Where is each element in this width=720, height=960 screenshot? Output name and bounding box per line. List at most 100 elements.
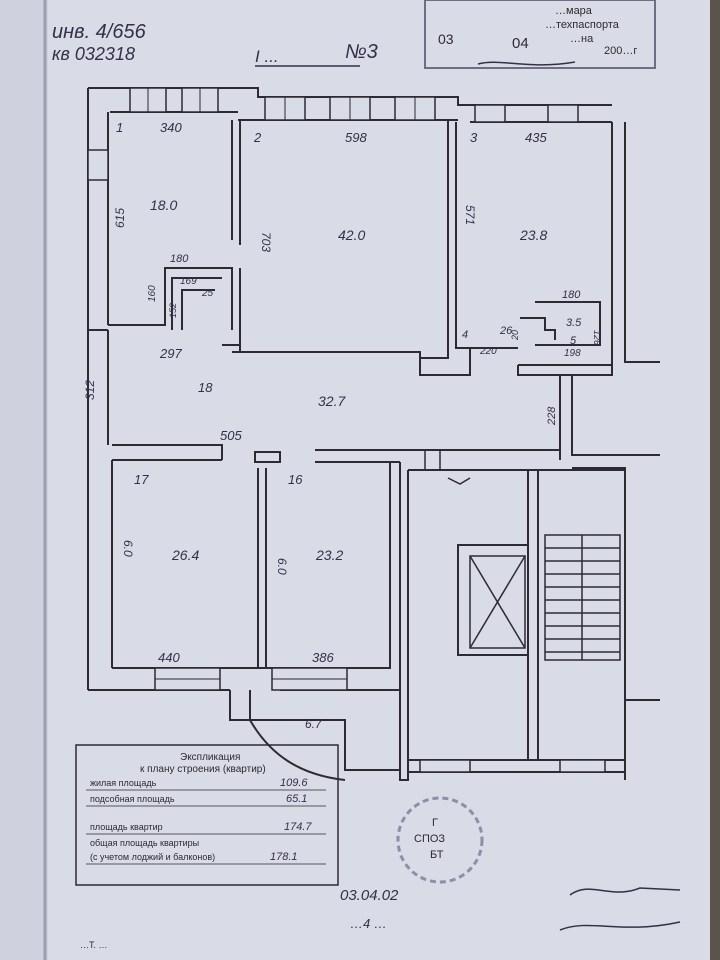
corridor-south-left (112, 444, 223, 461)
elevator-shaft (457, 544, 529, 656)
room-1-id: 1 (116, 120, 123, 135)
dim-126: 126 (592, 330, 602, 345)
dim-25: 25 (201, 288, 214, 299)
closet5 (535, 301, 601, 346)
top-stamp: …мара …техпаспорта …на 03 04 200…г (424, 0, 656, 69)
room-17-height: 6.0 (121, 540, 135, 557)
room-16-area: 23.2 (315, 547, 343, 563)
plan-number: №3 (345, 41, 378, 63)
stamp-year: 200…г (604, 45, 637, 57)
explication-row1-value: 109.6 (280, 777, 308, 789)
stair-west-wall (399, 462, 409, 781)
window-west (87, 149, 109, 181)
room-1-width: 340 (160, 120, 182, 135)
dim-26: 26 (499, 325, 513, 337)
room-2-area: 42.0 (338, 227, 365, 243)
room-18-dim-a: 297 (159, 346, 182, 361)
stamp-signature (477, 61, 576, 66)
dim-4: 4 (462, 329, 468, 341)
window-3b (547, 104, 579, 123)
explication-row5-value: 178.1 (270, 851, 298, 863)
footer-signature-2 (559, 921, 681, 931)
inv-number: инв. 4/656 (52, 21, 147, 43)
explication-row3-label: площадь квартир (90, 822, 163, 832)
round-stamp-word1: СПОЗ (414, 833, 445, 845)
room1-closet-inner (181, 289, 215, 330)
room-17-labels: 17 6.0 26.4 440 (121, 472, 199, 665)
explication-frame (75, 744, 339, 886)
room-2-width: 598 (345, 130, 367, 145)
dim-152: 152 (168, 303, 178, 318)
title-mark: I ... (255, 47, 279, 66)
partition-1-2 (231, 120, 241, 245)
stamp-code2: 04 (512, 35, 529, 52)
closet4 (520, 317, 556, 340)
footer-signature (569, 887, 681, 896)
room2-east (420, 120, 449, 359)
stamp-line3: …на (570, 33, 594, 45)
room-3-labels: 3 435 571 23.8 (463, 130, 547, 243)
window-mullions (147, 88, 416, 680)
room-3-height: 571 (463, 205, 477, 225)
window-stair-b (559, 759, 606, 773)
window-stair-a (419, 759, 471, 773)
footer-date: 03.04.02 (340, 887, 399, 904)
explication-row4-label: общая площадь квартиры (90, 838, 199, 848)
dim-198: 198 (564, 348, 581, 359)
corridor-pillar (254, 451, 281, 463)
balcony-post (229, 690, 251, 721)
room-17-id: 17 (134, 472, 149, 487)
dim-5: 5 (570, 335, 577, 347)
explication-row2-label: подсобная площадь (90, 794, 175, 804)
balcony-outline (250, 719, 400, 771)
elevator-inner (469, 555, 526, 649)
stamp-line1: …мара (555, 5, 593, 17)
stamp-code1: 03 (438, 31, 454, 47)
balcony-arc (249, 719, 346, 781)
elevator-cross-b (469, 555, 526, 649)
dim-220: 220 (479, 346, 497, 357)
room3-bottom (470, 347, 613, 376)
east-outer-top (624, 122, 660, 363)
window-3a (474, 104, 506, 123)
room-16-labels: 16 6.0 23.2 386 (275, 472, 343, 665)
room-3-area: 23.8 (519, 227, 547, 243)
footer-note: …4 … (350, 916, 387, 931)
room-1-area: 18.0 (150, 197, 177, 213)
room1-bottom (108, 267, 222, 326)
room-18-area: 32.7 (318, 393, 346, 409)
dim-180b: 180 (562, 289, 581, 301)
dim-67: 6.7 (305, 717, 323, 731)
stamp-frame (424, 0, 656, 69)
room-16-width: 386 (312, 650, 334, 665)
explication-row5-label: (с учетом лоджий и балконов) (90, 852, 215, 862)
partition-16-17 (257, 468, 267, 668)
paper-margin (0, 0, 48, 960)
room-18-id: 18 (198, 380, 213, 395)
stamp-line2: …техпаспорта (545, 19, 620, 31)
room-18-dim-b: 312 (83, 380, 97, 400)
explication-table: Экспликация к плану строения (квартир) ж… (75, 744, 339, 886)
dim-35: 3.5 (566, 317, 582, 329)
room-18-width: 505 (220, 428, 242, 443)
room-2-id: 2 (253, 130, 262, 145)
round-stamp: Г СПОЗ БТ (396, 796, 484, 884)
explication-row2-value: 65.1 (286, 793, 307, 805)
footer-bottom-left: …Т. … (80, 940, 108, 950)
explication-row1-label: жилая площадь (90, 778, 157, 788)
explication-row3-value: 174.7 (284, 821, 312, 833)
small-dimensions: 180 160 169 25 152 180 3.5 5 198 126 4 2… (147, 253, 602, 731)
dim-180a: 180 (170, 253, 189, 265)
door-marks (424, 450, 471, 485)
stair-flight (544, 534, 621, 661)
round-stamp-ring (396, 796, 484, 884)
room-16-id: 16 (288, 472, 303, 487)
room-3-width: 435 (525, 130, 547, 145)
round-stamp-word2: БТ (430, 849, 444, 861)
room-17-area: 26.4 (171, 547, 199, 563)
windows (87, 87, 606, 773)
dim-169: 169 (180, 276, 197, 287)
entry-arrow (447, 477, 471, 485)
